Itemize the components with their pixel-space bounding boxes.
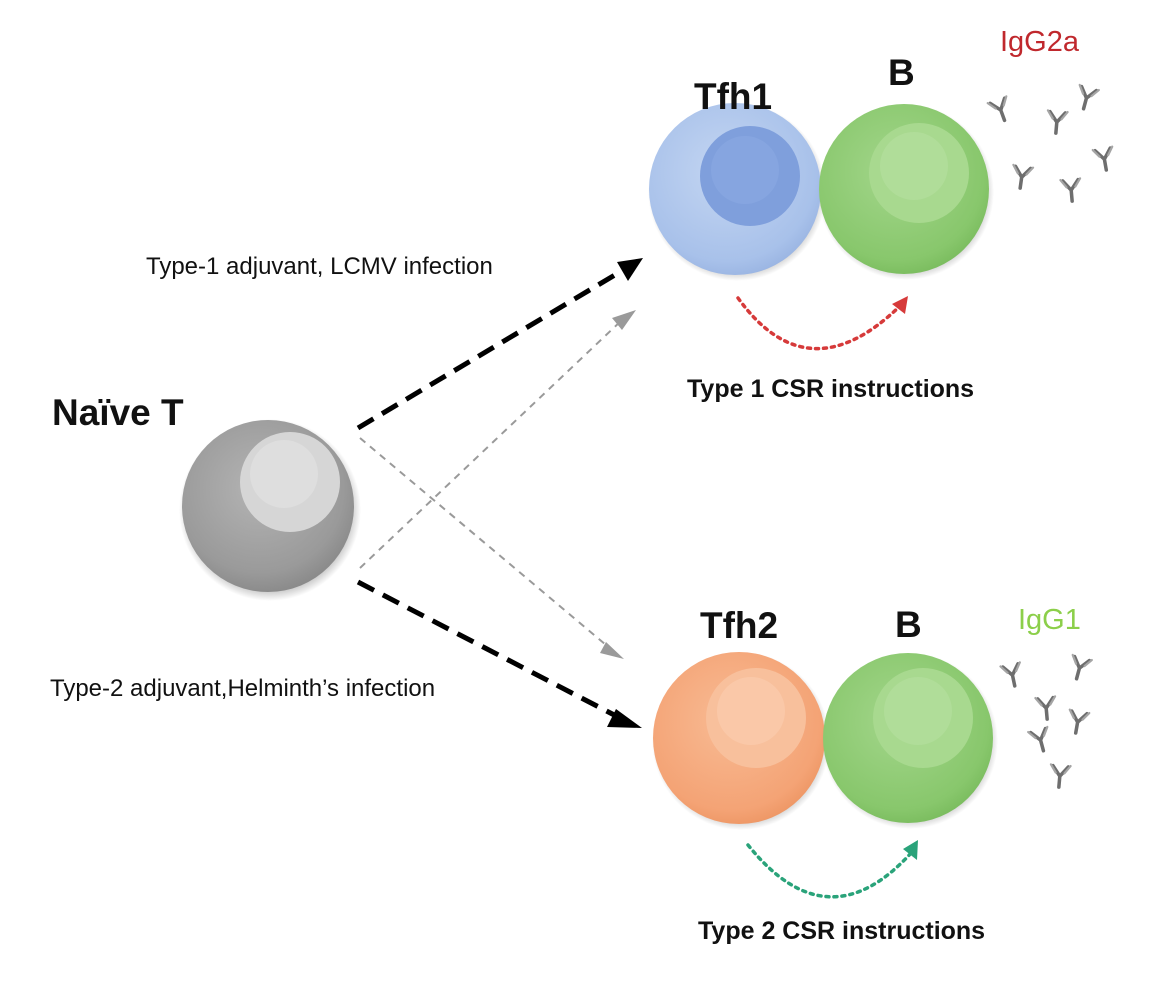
antibody-icon (1044, 108, 1070, 136)
csr-type2-arrow-head (903, 840, 918, 860)
csr-type1-arrow (736, 296, 902, 351)
type1-csr-label: Type 1 CSR instructions (687, 375, 975, 403)
b-cell-bottom (822, 653, 998, 829)
arrow-head-tfh2-minor (600, 642, 624, 659)
csr-type2-arrow (746, 843, 914, 899)
type2-csr-label: Type 2 CSR instructions (698, 917, 986, 945)
b-top-label: B (888, 52, 915, 93)
antibody-icon (985, 94, 1016, 126)
type2-condition-label: Type-2 adjuvant,Helminth’s infection (50, 675, 436, 702)
tfh2-cell (652, 652, 830, 830)
tfh1-cell (648, 103, 826, 281)
arrow-head-tfh2 (607, 709, 642, 728)
b-cell-top (818, 104, 994, 280)
antibody-icon (1090, 144, 1118, 174)
antibody-icon (998, 660, 1027, 690)
igg1-label: IgG1 (1018, 604, 1081, 636)
antibody-group-top (985, 83, 1118, 204)
arrow-head-tfh1 (617, 258, 643, 281)
tfh1-label: Tfh1 (694, 76, 773, 117)
naive-t-label: Naïve T (52, 392, 184, 433)
arrow-naive-to-tfh1-minor (359, 319, 623, 569)
type1-condition-label: Type-1 adjuvant, LCMV infection (146, 253, 493, 280)
antibody-icon (1008, 163, 1035, 192)
antibody-icon (1026, 725, 1055, 756)
antibody-group-bottom (998, 653, 1094, 790)
antibody-icon (1072, 83, 1101, 114)
arrow-naive-to-tfh2-minor (359, 437, 613, 651)
antibody-icon (1058, 176, 1084, 204)
csr-type1-arrow-head (892, 296, 908, 314)
antibody-icon (1047, 762, 1073, 790)
tfh2-label: Tfh2 (700, 605, 779, 646)
b-bottom-label: B (895, 604, 922, 645)
naive-t-cell (179, 419, 361, 601)
antibody-icon (1064, 707, 1092, 737)
antibody-icon (1065, 653, 1094, 684)
igg2a-label: IgG2a (1000, 26, 1079, 58)
arrow-head-tfh1-minor (612, 310, 636, 330)
antibody-icon (1033, 694, 1059, 722)
arrow-naive-to-tfh2 (356, 579, 622, 721)
